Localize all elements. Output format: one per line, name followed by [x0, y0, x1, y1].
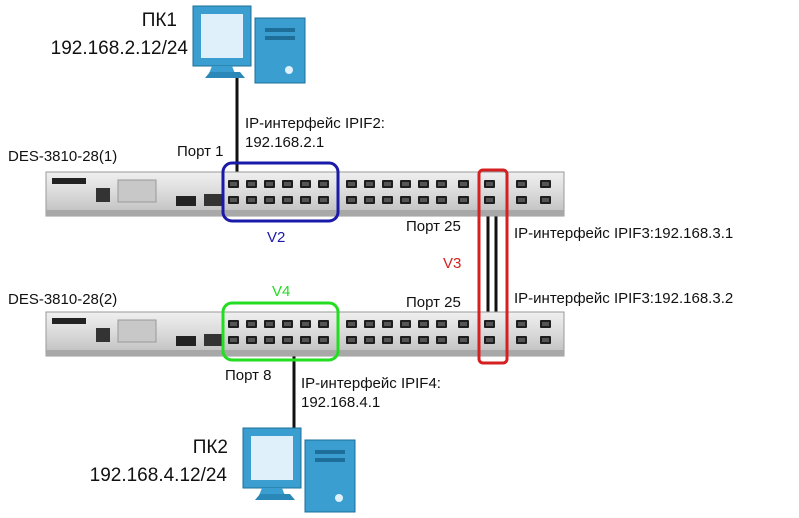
vlan-v4-label: V4 — [272, 283, 291, 300]
sw2-port8-label: Порт 8 — [225, 367, 272, 384]
switch2-name: DES-3810-28(2) — [8, 291, 118, 308]
interface-ipif3-sw2: IP-интерфейс IPIF3:192.168.3.2 — [514, 290, 734, 307]
interface-ipif2-label: IP-интерфейс IPIF2: — [245, 115, 385, 132]
vlan-v2-label: V2 — [267, 229, 286, 246]
switch1-name: DES-3810-28(1) — [8, 148, 118, 165]
pc1-ip: 192.168.2.12/24 — [50, 38, 188, 59]
interface-ipif3-sw1: IP-интерфейс IPIF3:192.168.3.1 — [514, 225, 734, 242]
pc2-ip: 192.168.4.12/24 — [89, 465, 227, 486]
sw2-port25-label: Порт 25 — [406, 294, 461, 311]
pc2-icon — [242, 427, 356, 513]
pc1-name: ПК1 — [141, 10, 177, 31]
pc2-name: ПК2 — [192, 437, 228, 458]
vlan-v3-label: V3 — [443, 255, 462, 272]
switch2-device — [45, 311, 565, 357]
vlan-v3-box — [477, 168, 509, 365]
sw1-port1-label: Порт 1 — [177, 143, 224, 160]
pc1-icon — [192, 5, 306, 84]
interface-ipif4-label: IP-интерфейс IPIF4: — [301, 375, 441, 392]
interface-ipif2-ip: 192.168.2.1 — [245, 134, 325, 151]
vlan-v2-box — [221, 161, 340, 223]
switch1-device — [45, 171, 565, 217]
sw1-port25-label: Порт 25 — [406, 218, 461, 235]
interface-ipif4-ip: 192.168.4.1 — [301, 394, 381, 411]
vlan-v4-box — [221, 301, 340, 362]
